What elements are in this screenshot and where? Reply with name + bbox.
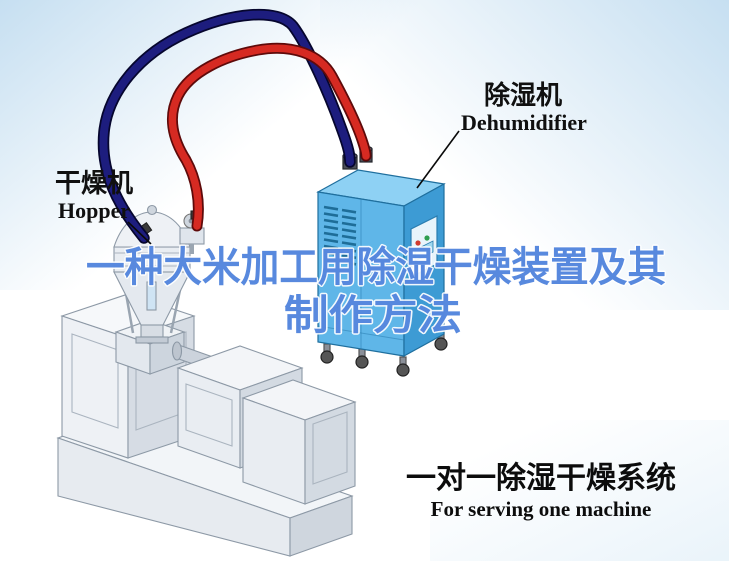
- midbox-panel-inset: [185, 383, 233, 447]
- caster-wheel: [396, 356, 410, 377]
- wheel-tire: [434, 337, 448, 351]
- hopper-flange: [135, 336, 169, 344]
- wheel-tire: [396, 363, 410, 377]
- watermark-line2: 制作方法: [284, 292, 462, 338]
- rightbox-right-face: [304, 401, 356, 505]
- dryer-label-zh: 干燥机: [55, 168, 133, 198]
- kick-plate-line: [317, 325, 405, 341]
- cabinet-panel-inset: [71, 333, 119, 429]
- background-wash-bottom-right: [430, 420, 729, 561]
- dryer-leader-line: [127, 221, 152, 245]
- dehumidifier-illustration: [316, 145, 448, 377]
- extruder-machine-illustration: [56, 293, 357, 557]
- wheel-tire: [355, 355, 369, 369]
- return-air-pipe: [167, 42, 372, 232]
- dehumidifier-label-zh: 除湿机: [484, 80, 562, 110]
- hoist-bracket: [179, 227, 205, 245]
- blue-pipe-body: [99, 10, 354, 242]
- panel-indicator-red: [415, 240, 421, 246]
- hopper-neck: [140, 324, 164, 338]
- wheel-tire: [320, 350, 334, 364]
- dehumidifier-leader-line: [416, 130, 460, 189]
- red-pipe-body: [168, 44, 370, 230]
- dry-air-pipe: [97, 8, 356, 244]
- watermark-line1: 一种大米加工用除湿干燥装置及其: [86, 244, 666, 290]
- system-caption-zh: 一对一除湿干燥系统: [406, 461, 676, 495]
- barrel-flange: [171, 341, 183, 361]
- vent-grid-right: [341, 208, 357, 266]
- rightbox-panel-inset: [312, 411, 348, 485]
- panel-indicator-green: [424, 235, 430, 241]
- system-caption-en: For serving one machine: [431, 497, 652, 521]
- hopper-bands: [114, 252, 190, 267]
- caster-wheel: [320, 343, 334, 364]
- dryer-label-en: Hopper: [58, 198, 130, 223]
- panel-display: [414, 240, 434, 262]
- dehumidifier-label-en: Dehumidifier: [461, 110, 587, 135]
- hopper-sight-glass: [146, 281, 157, 311]
- watermark: 一种大米加工用除湿干燥装置及其 制作方法: [85, 243, 668, 340]
- machine-base-end: [289, 495, 353, 557]
- lid-knob: [146, 204, 158, 216]
- vent-grid-left: [323, 205, 339, 263]
